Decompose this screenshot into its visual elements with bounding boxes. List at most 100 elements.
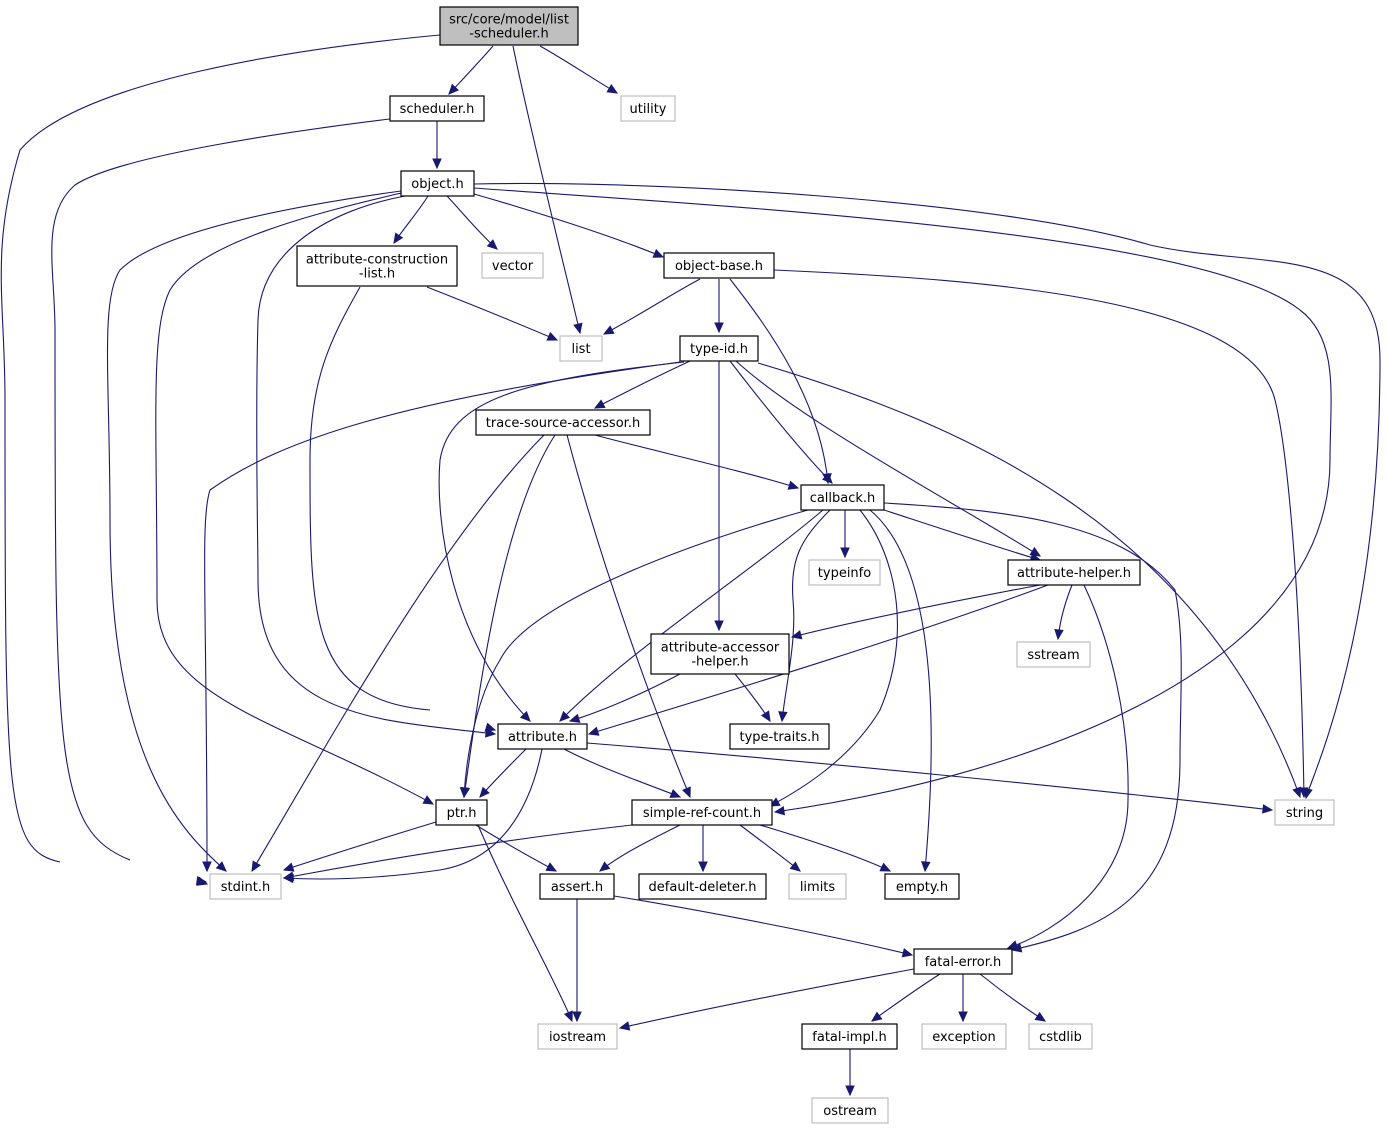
edge-attribute-accessor-helper-to-attribute-arrowhead — [568, 713, 581, 723]
node-box — [884, 873, 960, 900]
node-label: fatal-impl.h — [812, 1030, 886, 1045]
node-type-traits[interactable]: type-traits.h — [729, 723, 830, 750]
node-label: -helper.h — [691, 655, 748, 670]
node-box — [1007, 559, 1141, 586]
node-box — [497, 723, 588, 750]
edge-callback-to-ptr-arrowhead — [459, 787, 470, 799]
node-cstdlib[interactable]: cstdlib — [1028, 1023, 1093, 1050]
node-box — [475, 409, 651, 436]
node-box — [638, 873, 767, 900]
edge-fatal-error-to-cstdlib — [979, 973, 1046, 1022]
node-box — [209, 873, 282, 900]
node-label: simple-ref-count.h — [643, 806, 761, 821]
edge-ptr-to-assert-arrowhead — [545, 862, 558, 872]
edge-attribute-accessor-helper-to-attribute — [569, 673, 681, 722]
edge-list-scheduler-to-utility-arrowhead — [606, 84, 619, 94]
node-stdint[interactable]: stdint.h — [209, 873, 282, 900]
edge-trace-source-accessor-to-stdint — [251, 434, 545, 872]
edge-attribute-helper-to-fatal-error — [1007, 584, 1129, 949]
node-label: -scheduler.h — [469, 27, 548, 42]
node-attribute-helper[interactable]: attribute-helper.h — [1007, 559, 1141, 586]
node-empty[interactable]: empty.h — [884, 873, 960, 900]
edge-attribute-to-simple-ref-count — [563, 748, 681, 798]
node-label: utility — [630, 102, 667, 117]
node-fatal-impl[interactable]: fatal-impl.h — [801, 1023, 898, 1050]
node-typeinfo[interactable]: typeinfo — [808, 559, 881, 586]
edge-object-base-to-callback — [729, 278, 829, 484]
node-object-base[interactable]: object-base.h — [663, 252, 775, 279]
node-box — [400, 170, 475, 197]
edge-object-base-to-string — [773, 269, 1305, 798]
node-label: scheduler.h — [400, 102, 475, 117]
node-type-id[interactable]: type-id.h — [679, 335, 759, 362]
node-attribute-accessor-helper[interactable]: attribute-accessor-helper.h — [650, 633, 790, 675]
node-box — [650, 633, 790, 675]
edge-type-id-to-stdint — [204, 361, 681, 872]
node-default-deleter[interactable]: default-deleter.h — [638, 873, 767, 900]
node-label: stdint.h — [221, 880, 270, 895]
edge-attribute-to-string — [586, 742, 1273, 811]
node-box — [539, 873, 615, 900]
node-list[interactable]: list — [559, 335, 603, 362]
edge-attribute-helper-to-fatal-error-arrowhead — [1006, 940, 1019, 950]
edge-object-to-stdint — [106, 190, 402, 872]
node-attribute-construction-list[interactable]: attribute-construction-list.h — [296, 245, 458, 287]
edge-assert-to-fatal-error — [613, 895, 913, 956]
edge-attribute-to-stdint — [283, 748, 543, 880]
node-vector[interactable]: vector — [481, 252, 544, 279]
edge-simple-ref-count-to-empty — [759, 824, 891, 872]
node-box — [439, 6, 579, 46]
node-box — [679, 335, 759, 362]
edge-type-id-to-attribute-helper — [735, 360, 1041, 557]
node-box — [1274, 799, 1335, 826]
node-trace-source-accessor[interactable]: trace-source-accessor.h — [475, 409, 651, 436]
node-ptr[interactable]: ptr.h — [435, 799, 488, 826]
node-object[interactable]: object.h — [400, 170, 475, 197]
edge-callback-to-empty-arrowhead — [921, 861, 931, 873]
node-assert[interactable]: assert.h — [539, 873, 615, 900]
edge-fatal-error-to-cstdlib-arrowhead — [1034, 1011, 1047, 1022]
node-box — [801, 1023, 898, 1050]
node-simple-ref-count[interactable]: simple-ref-count.h — [631, 799, 773, 826]
edge-callback-to-type-traits-arrowhead — [778, 711, 788, 723]
edge-trace-source-accessor-to-simple-ref-count-arrowhead — [681, 786, 691, 799]
node-string[interactable]: string — [1274, 799, 1335, 826]
edge-simple-ref-count-to-limits — [739, 824, 801, 872]
edge-attribute-to-simple-ref-count-arrowhead — [669, 789, 682, 798]
edge-list-scheduler-to-list — [512, 45, 581, 334]
edge-fatal-error-to-fatal-impl-arrowhead — [871, 1011, 883, 1022]
node-box — [913, 948, 1013, 975]
node-attribute[interactable]: attribute.h — [497, 723, 588, 750]
edge-type-id-to-stdint-arrowhead — [202, 861, 212, 873]
node-callback[interactable]: callback.h — [800, 484, 885, 511]
node-box — [663, 252, 775, 279]
node-box — [1016, 641, 1091, 668]
edge-list-scheduler-to-scheduler-arrowhead — [448, 83, 459, 95]
node-label: vector — [492, 259, 534, 274]
edge-type-id-to-attribute-accessor-helper-arrowhead — [714, 620, 724, 632]
edge-simple-ref-count-to-empty-arrowhead — [879, 862, 892, 872]
edge-callback-to-ptr — [463, 509, 809, 798]
node-utility[interactable]: utility — [620, 95, 676, 122]
node-list-scheduler[interactable]: src/core/model/list-scheduler.h — [439, 6, 579, 46]
edge-trace-source-accessor-to-stdint-arrowhead — [251, 860, 261, 873]
node-ostream[interactable]: ostream — [811, 1097, 889, 1124]
edge-type-id-to-callback — [729, 360, 833, 484]
node-label: sstream — [1027, 648, 1079, 663]
edge-object-to-attribute-construction-list-arrowhead — [393, 232, 404, 245]
node-fatal-error[interactable]: fatal-error.h — [913, 948, 1013, 975]
edge-callback-to-attribute — [559, 509, 824, 722]
node-iostream[interactable]: iostream — [537, 1023, 618, 1050]
node-label: limits — [800, 880, 836, 895]
edge-type-id-to-attribute-arrowhead — [519, 710, 531, 722]
node-scheduler[interactable]: scheduler.h — [389, 95, 485, 122]
edge-trace-source-accessor-to-ptr — [463, 434, 556, 798]
node-limits[interactable]: limits — [788, 873, 847, 900]
node-box — [811, 1097, 889, 1124]
edge-scheduler-to-stdint-arrowhead — [196, 876, 209, 886]
node-sstream[interactable]: sstream — [1016, 641, 1091, 668]
edge-fatal-error-to-exception-arrowhead — [958, 1011, 968, 1023]
node-exception[interactable]: exception — [921, 1023, 1007, 1050]
nodes-layer: src/core/model/list-scheduler.h scheduler… — [209, 6, 1335, 1124]
